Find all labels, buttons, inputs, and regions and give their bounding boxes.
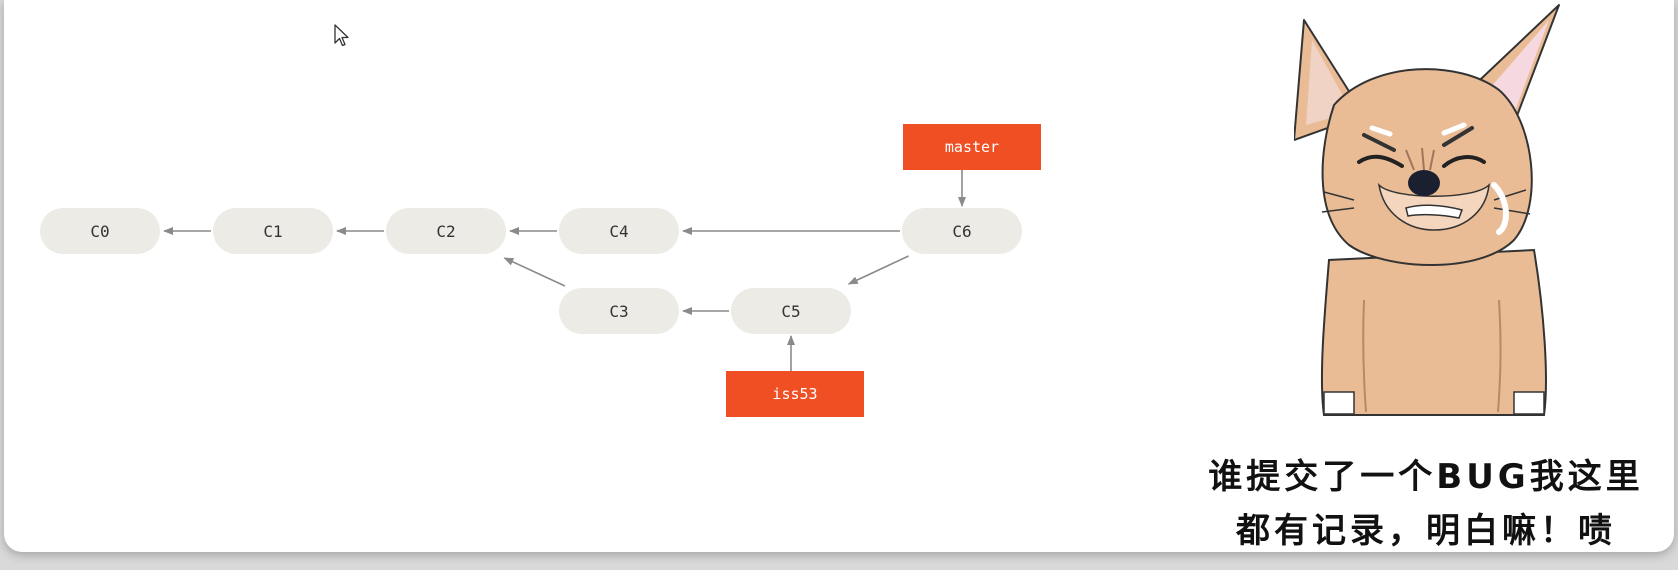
commit-node-c5: C5 [731,288,851,334]
commit-node-c6: C6 [902,208,1022,254]
commit-node-c0: C0 [40,208,160,254]
commit-label: C4 [609,222,628,241]
parent-arrow-c3-c2 [503,257,566,287]
branch-label-master: master [903,124,1041,170]
commit-label: C0 [90,222,109,241]
chihuahua-meme-image [1294,4,1560,416]
parent-arrow-c6-c5 [847,255,909,285]
commit-label: C1 [263,222,282,241]
commit-node-c4: C4 [559,208,679,254]
commit-label: C2 [436,222,455,241]
commit-node-c3: C3 [559,288,679,334]
branch-label-iss53: iss53 [726,371,864,417]
commit-node-c2: C2 [386,208,506,254]
branch-name: iss53 [772,385,817,403]
commit-node-c1: C1 [213,208,333,254]
commit-label: C3 [609,302,628,321]
mouse-pointer-icon [334,24,349,47]
caption-line-2: 都有记录，明白嘛！啧 [1236,511,1616,551]
commit-label: C6 [952,222,971,241]
meme-caption: 谁提交了一个BUG我这里 都有记录，明白嘛！啧 [1186,450,1666,558]
commit-label: C5 [781,302,800,321]
branch-name: master [945,138,999,156]
caption-line-1: 谁提交了一个BUG我这里 [1208,457,1644,497]
